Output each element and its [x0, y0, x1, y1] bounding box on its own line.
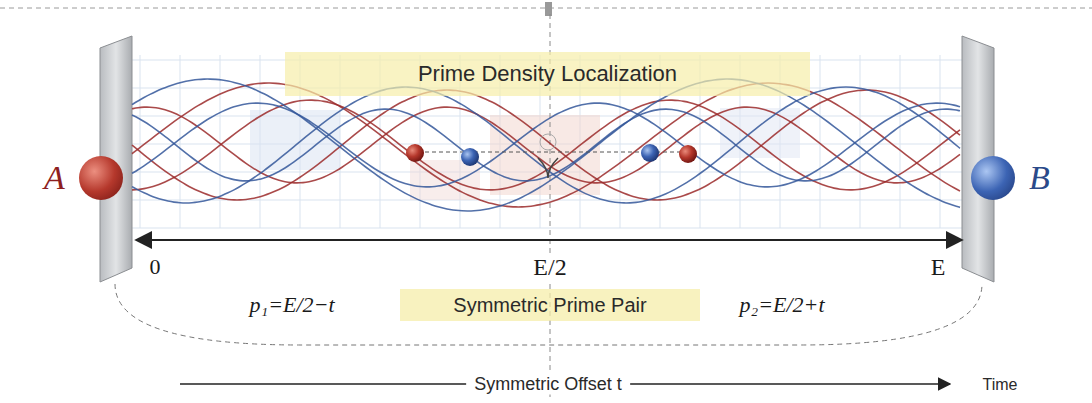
- ball: [971, 156, 1015, 200]
- band-text: Prime Density Localization: [418, 61, 677, 87]
- waves: [132, 79, 960, 211]
- grid-line: [220, 55, 221, 228]
- particle: [406, 144, 424, 162]
- center-ring: [540, 134, 556, 150]
- pair-band: Symmetric Prime Pair: [400, 289, 700, 321]
- ball: [79, 156, 123, 200]
- title-band: Prime Density Localization: [285, 52, 810, 96]
- particle-label: A: [44, 159, 65, 197]
- wave: [132, 109, 960, 181]
- wave: [132, 103, 960, 187]
- formula: p₁=E/2−t: [249, 292, 334, 318]
- wave: [132, 83, 960, 207]
- axis-value: E: [931, 254, 946, 281]
- grid-line: [132, 228, 962, 229]
- axis-value: E/2: [525, 254, 574, 281]
- span-arrow: [136, 239, 962, 241]
- axis-title: Symmetric Offset t: [466, 374, 630, 395]
- dashed-curve: [115, 284, 982, 345]
- grid-line: [940, 55, 941, 228]
- grid-line: [140, 55, 141, 228]
- band-text: Symmetric Prime Pair: [453, 294, 646, 317]
- grid-line: [900, 55, 901, 228]
- wave: [132, 87, 960, 203]
- grid-line: [860, 55, 861, 228]
- funnel: [538, 158, 558, 178]
- particle: [641, 144, 659, 162]
- center-marker: [545, 2, 552, 16]
- wave: [132, 107, 960, 183]
- pastel-panel: [720, 108, 800, 158]
- particle: [461, 148, 479, 166]
- particle: [679, 145, 697, 163]
- grid: [132, 55, 962, 228]
- axis-value: 0: [150, 254, 161, 280]
- grid-line: [820, 55, 821, 228]
- axis-title: Time: [983, 376, 1018, 394]
- particle-b: B: [971, 156, 1050, 200]
- particle-a: A: [44, 156, 123, 200]
- wave: [132, 79, 960, 211]
- particle-label: B: [1029, 159, 1050, 197]
- grid-line: [132, 200, 962, 201]
- formula: p₂=E/2+t: [739, 292, 824, 318]
